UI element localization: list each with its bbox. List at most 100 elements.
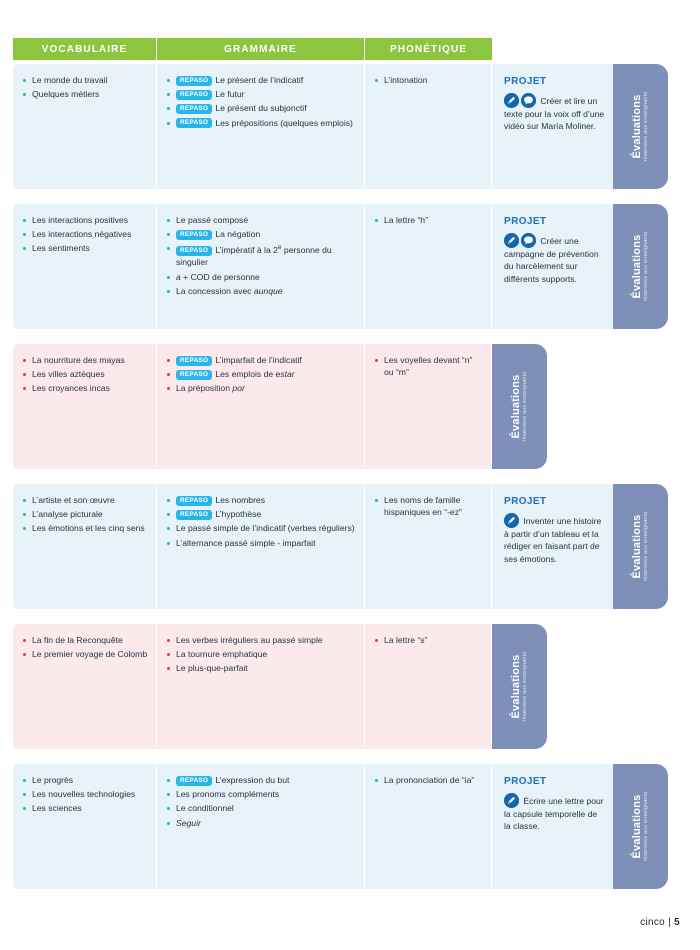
- repaso-badge: REPASO: [176, 775, 213, 786]
- list-item: Les sciences: [23, 802, 148, 814]
- repaso-badge: REPASO: [176, 355, 213, 366]
- speech-bubble-icon: [521, 93, 536, 108]
- italic-term: Seguir: [176, 817, 201, 828]
- projet-title: PROJET: [504, 776, 547, 787]
- list-item: Les sentiments: [23, 242, 148, 254]
- footer-word: cinco: [640, 917, 666, 928]
- header-vocabulaire: VOCABULAIRE: [13, 38, 157, 60]
- cell-phonetique: Les noms de famille hispaniques en “-ez”: [365, 484, 492, 609]
- list-item: La nourriture des mayas: [23, 354, 148, 366]
- cell-phonetique: La lettre “h”: [365, 204, 492, 329]
- cell-projet: PROJET Créer une campagne de prévention …: [492, 204, 613, 329]
- phonetique-list: Les noms de famille hispaniques en “-ez”: [375, 494, 483, 518]
- phonetique-list: La lettre “h”: [375, 214, 483, 226]
- list-item: L’intonation: [375, 74, 483, 86]
- list-item: La lettre “s”: [375, 634, 483, 646]
- list-item: La prononciation de “ia”: [375, 774, 483, 786]
- list-item: a + COD de personne: [167, 271, 356, 283]
- repaso-badge: REPASO: [176, 245, 213, 256]
- list-item: Quelques métiers: [23, 88, 148, 100]
- table-header: VOCABULAIRE GRAMMAIRE PHONÉTIQUE: [13, 38, 492, 60]
- list-item: Le progrès: [23, 774, 148, 786]
- pencil-icon: [504, 93, 519, 108]
- list-item: Le conditionnel: [167, 802, 356, 814]
- repaso-badge: REPASO: [176, 75, 213, 86]
- pencil-icon: [504, 513, 519, 528]
- list-item: Le passé composé: [167, 214, 356, 226]
- projet-description: Créer et lire un texte pour la voix off …: [504, 93, 605, 133]
- projet-title: PROJET: [504, 496, 547, 507]
- footer-separator: |: [668, 917, 672, 928]
- phonetique-list: Les voyelles devant “n” ou “m”: [375, 354, 483, 378]
- header-grammaire: GRAMMAIRE: [157, 38, 365, 60]
- phonetique-list: La lettre “s”: [375, 634, 483, 646]
- list-item: La tournure emphatique: [167, 648, 356, 660]
- projet-description: Créer une campagne de prévention du harc…: [504, 233, 605, 285]
- pencil-icon: [504, 233, 519, 248]
- list-item: Les nouvelles technologies: [23, 788, 148, 800]
- evaluations-title: Évaluations: [631, 234, 643, 299]
- italic-term: a: [176, 271, 181, 282]
- cell-phonetique: Les voyelles devant “n” ou “m”: [365, 344, 492, 469]
- projet-title: PROJET: [504, 216, 547, 227]
- pencil-icon: [504, 793, 519, 808]
- list-item: Le plus-que-parfait: [167, 662, 356, 674]
- repaso-badge: REPASO: [176, 495, 213, 506]
- evaluations-subtitle: réservées aux enseignants: [643, 511, 649, 582]
- evaluations-title: Évaluations: [631, 94, 643, 159]
- list-item: Les interactions négatives: [23, 228, 148, 240]
- evaluations-subtitle: réservées aux enseignants: [522, 371, 528, 442]
- repaso-badge: REPASO: [176, 118, 213, 129]
- list-item: Les voyelles devant “n” ou “m”: [375, 354, 483, 378]
- projet-description: Écrire une lettre pour la capsule tempor…: [504, 793, 605, 833]
- repaso-badge: REPASO: [176, 89, 213, 100]
- evaluations-title: Évaluations: [631, 514, 643, 579]
- evaluations-subtitle: réservées aux enseignants: [643, 91, 649, 162]
- list-item: Les émotions et les cinq sens: [23, 522, 148, 534]
- list-item: La concession avec aunque: [167, 285, 356, 297]
- list-item: Les noms de famille hispaniques en “-ez”: [375, 494, 483, 518]
- page-footer: cinco | 5: [640, 917, 680, 928]
- list-item: Les pronoms compléments: [167, 788, 356, 800]
- list-item: Le premier voyage de Colomb: [23, 648, 148, 660]
- list-item: La préposition por: [167, 382, 356, 394]
- repaso-badge: REPASO: [176, 103, 213, 114]
- repaso-badge: REPASO: [176, 229, 213, 240]
- list-item: Les verbes irréguliers au passé simple: [167, 634, 356, 646]
- list-item: Les villes aztèques: [23, 368, 148, 380]
